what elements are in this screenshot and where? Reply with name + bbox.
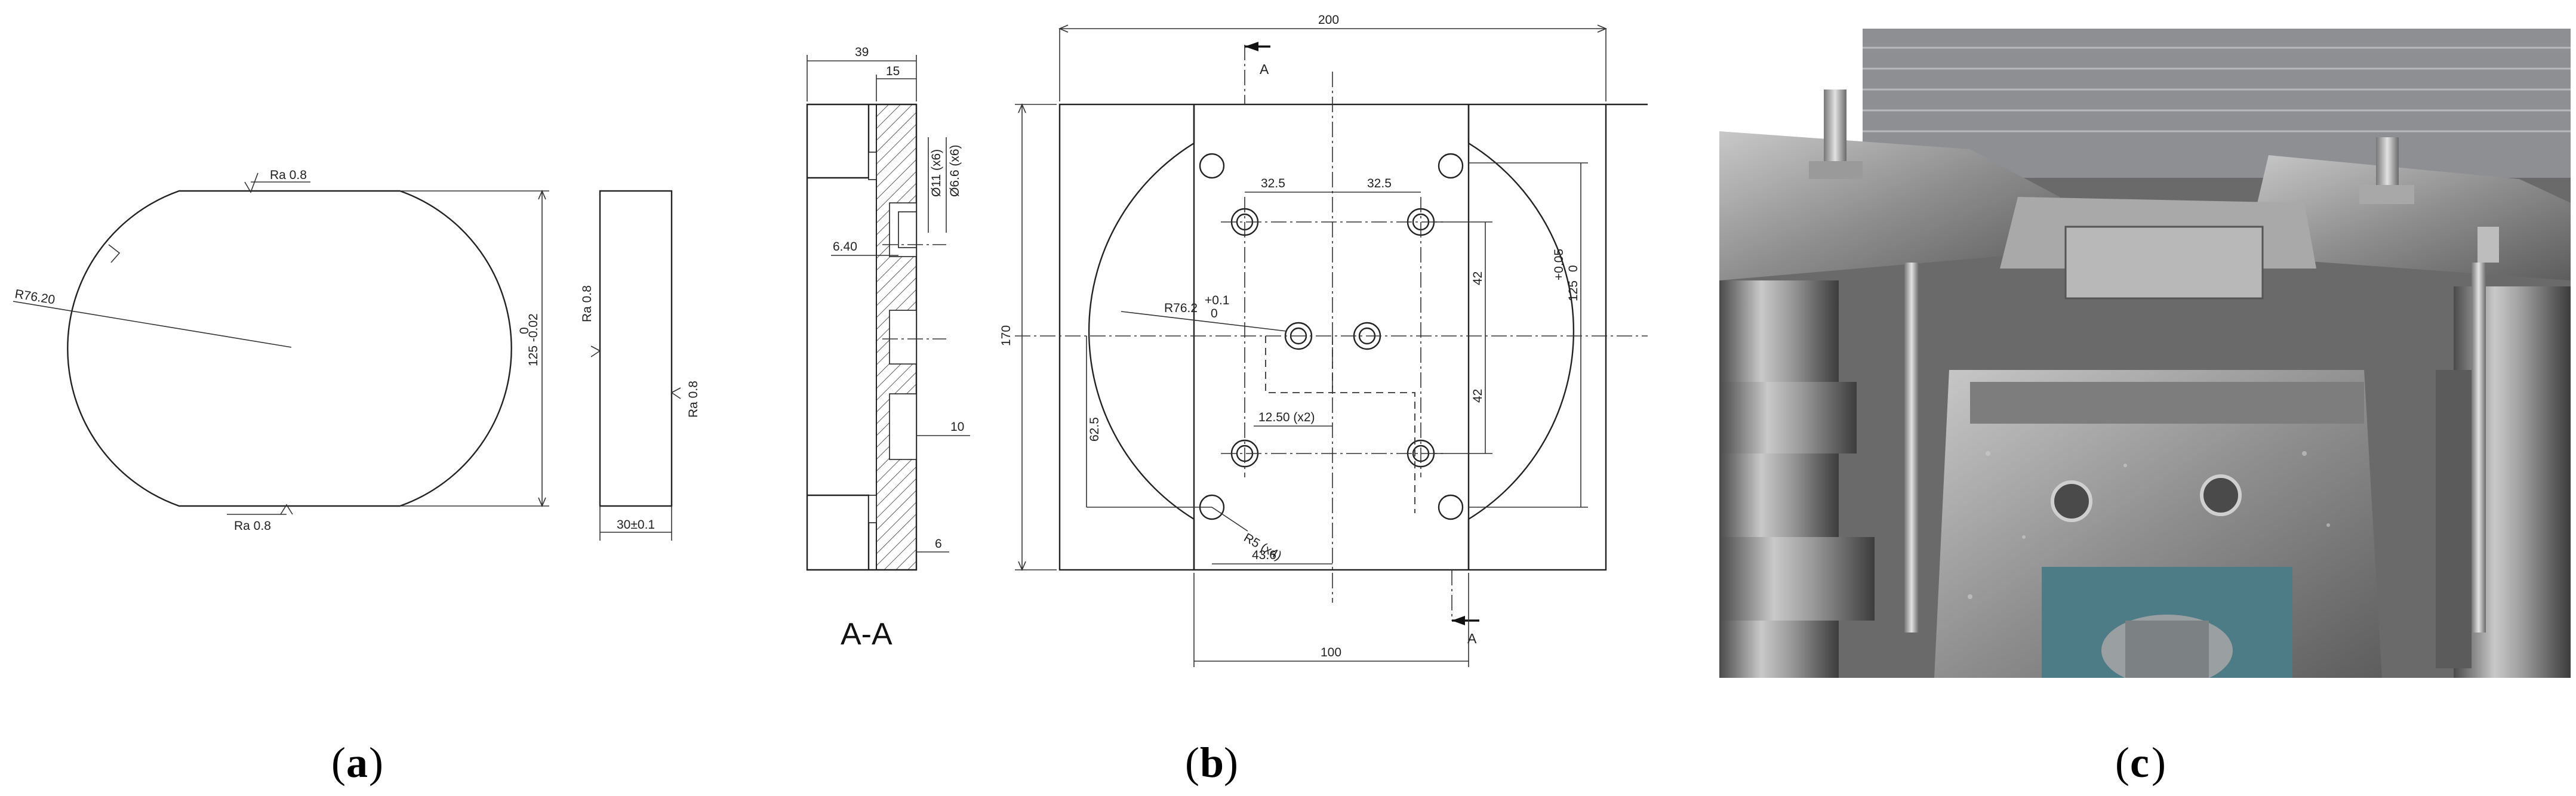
- sec-dim-640: 6.40: [833, 240, 857, 254]
- sec-dim-15: 15: [886, 64, 900, 78]
- panel-b-section-view: 39 15 Ø11 (x6) Ø6.6 (x6) 6.40 10 6 A-A: [806, 45, 970, 652]
- disc-side-view: [599, 190, 673, 507]
- caption-b: ( b ): [1185, 739, 1238, 786]
- dim-height-125: 125: [1566, 280, 1580, 301]
- svg-text:(: (: [2115, 739, 2129, 786]
- svg-text:a: a: [346, 739, 368, 786]
- caption-c: ( c ): [2115, 739, 2166, 786]
- panel-b-plan-view: A A 200 170 32.5 32.5 42 42 125 +0: [999, 13, 1648, 667]
- dim-pitch-left: 32.5: [1261, 177, 1285, 190]
- svg-text:): ): [1224, 739, 1238, 786]
- dim-height-main: 125 -0.02: [527, 313, 540, 366]
- dim-radius-b: R76.2: [1164, 301, 1198, 315]
- section-marker-top: A: [1260, 61, 1269, 77]
- svg-text:): ): [369, 739, 383, 786]
- dim-vert-upper: 42: [1471, 271, 1485, 285]
- dim-offset-436: 43.6: [1252, 548, 1276, 562]
- dim-thickness: 30±0.1: [617, 518, 655, 532]
- dim-offset-625: 62.5: [1088, 417, 1101, 442]
- dim-bottom-width: 100: [1321, 646, 1341, 659]
- sec-dim-6: 6: [935, 537, 942, 551]
- ra-top-a: Ra 0.8: [270, 168, 307, 182]
- dim-height-top: 0: [518, 327, 531, 334]
- caption-a: ( a ): [331, 739, 383, 786]
- dim-radius-tol-bottom: 0: [1211, 307, 1218, 320]
- svg-text:): ): [2152, 739, 2166, 786]
- dim-pitch-right: 32.5: [1367, 177, 1392, 190]
- dim-radius-a: R76.20: [14, 287, 56, 307]
- ra-side-b: Ra 0.8: [687, 381, 700, 418]
- svg-text:b: b: [1200, 739, 1224, 786]
- disc-outline: [67, 190, 512, 507]
- dim-small-offset: 12.50 (x2): [1258, 411, 1315, 424]
- svg-text:(: (: [1185, 739, 1199, 786]
- section-marker-bottom: A: [1467, 631, 1477, 646]
- dim-tol-bottom: 0: [1566, 265, 1580, 272]
- panel-c-photo: [1719, 29, 2571, 678]
- sec-dim-10: 10: [950, 420, 964, 434]
- ra-side-a: Ra 0.8: [580, 285, 594, 322]
- dim-overall-width: 200: [1318, 13, 1339, 27]
- svg-text:(: (: [331, 739, 346, 786]
- panel-a-drawing: R76.20 Ra 0.8 Ra 0.8 0 125 -0.02 30±0.1 …: [13, 168, 700, 541]
- svg-text:c: c: [2130, 739, 2149, 786]
- sec-dim-39: 39: [855, 45, 869, 59]
- plate-pocket: [1088, 104, 1575, 570]
- dim-tol-top: +0.05: [1552, 249, 1566, 280]
- dim-vert-lower: 42: [1471, 389, 1485, 403]
- sec-hole-11: Ø11 (x6): [930, 149, 943, 197]
- dim-overall-height: 170: [999, 325, 1013, 346]
- sec-hole-66: Ø6.6 (x6): [948, 144, 962, 197]
- dim-radius-tol-top: +0.1: [1205, 294, 1229, 307]
- ra-bottom-a: Ra 0.8: [234, 519, 271, 533]
- section-title: A-A: [841, 617, 892, 652]
